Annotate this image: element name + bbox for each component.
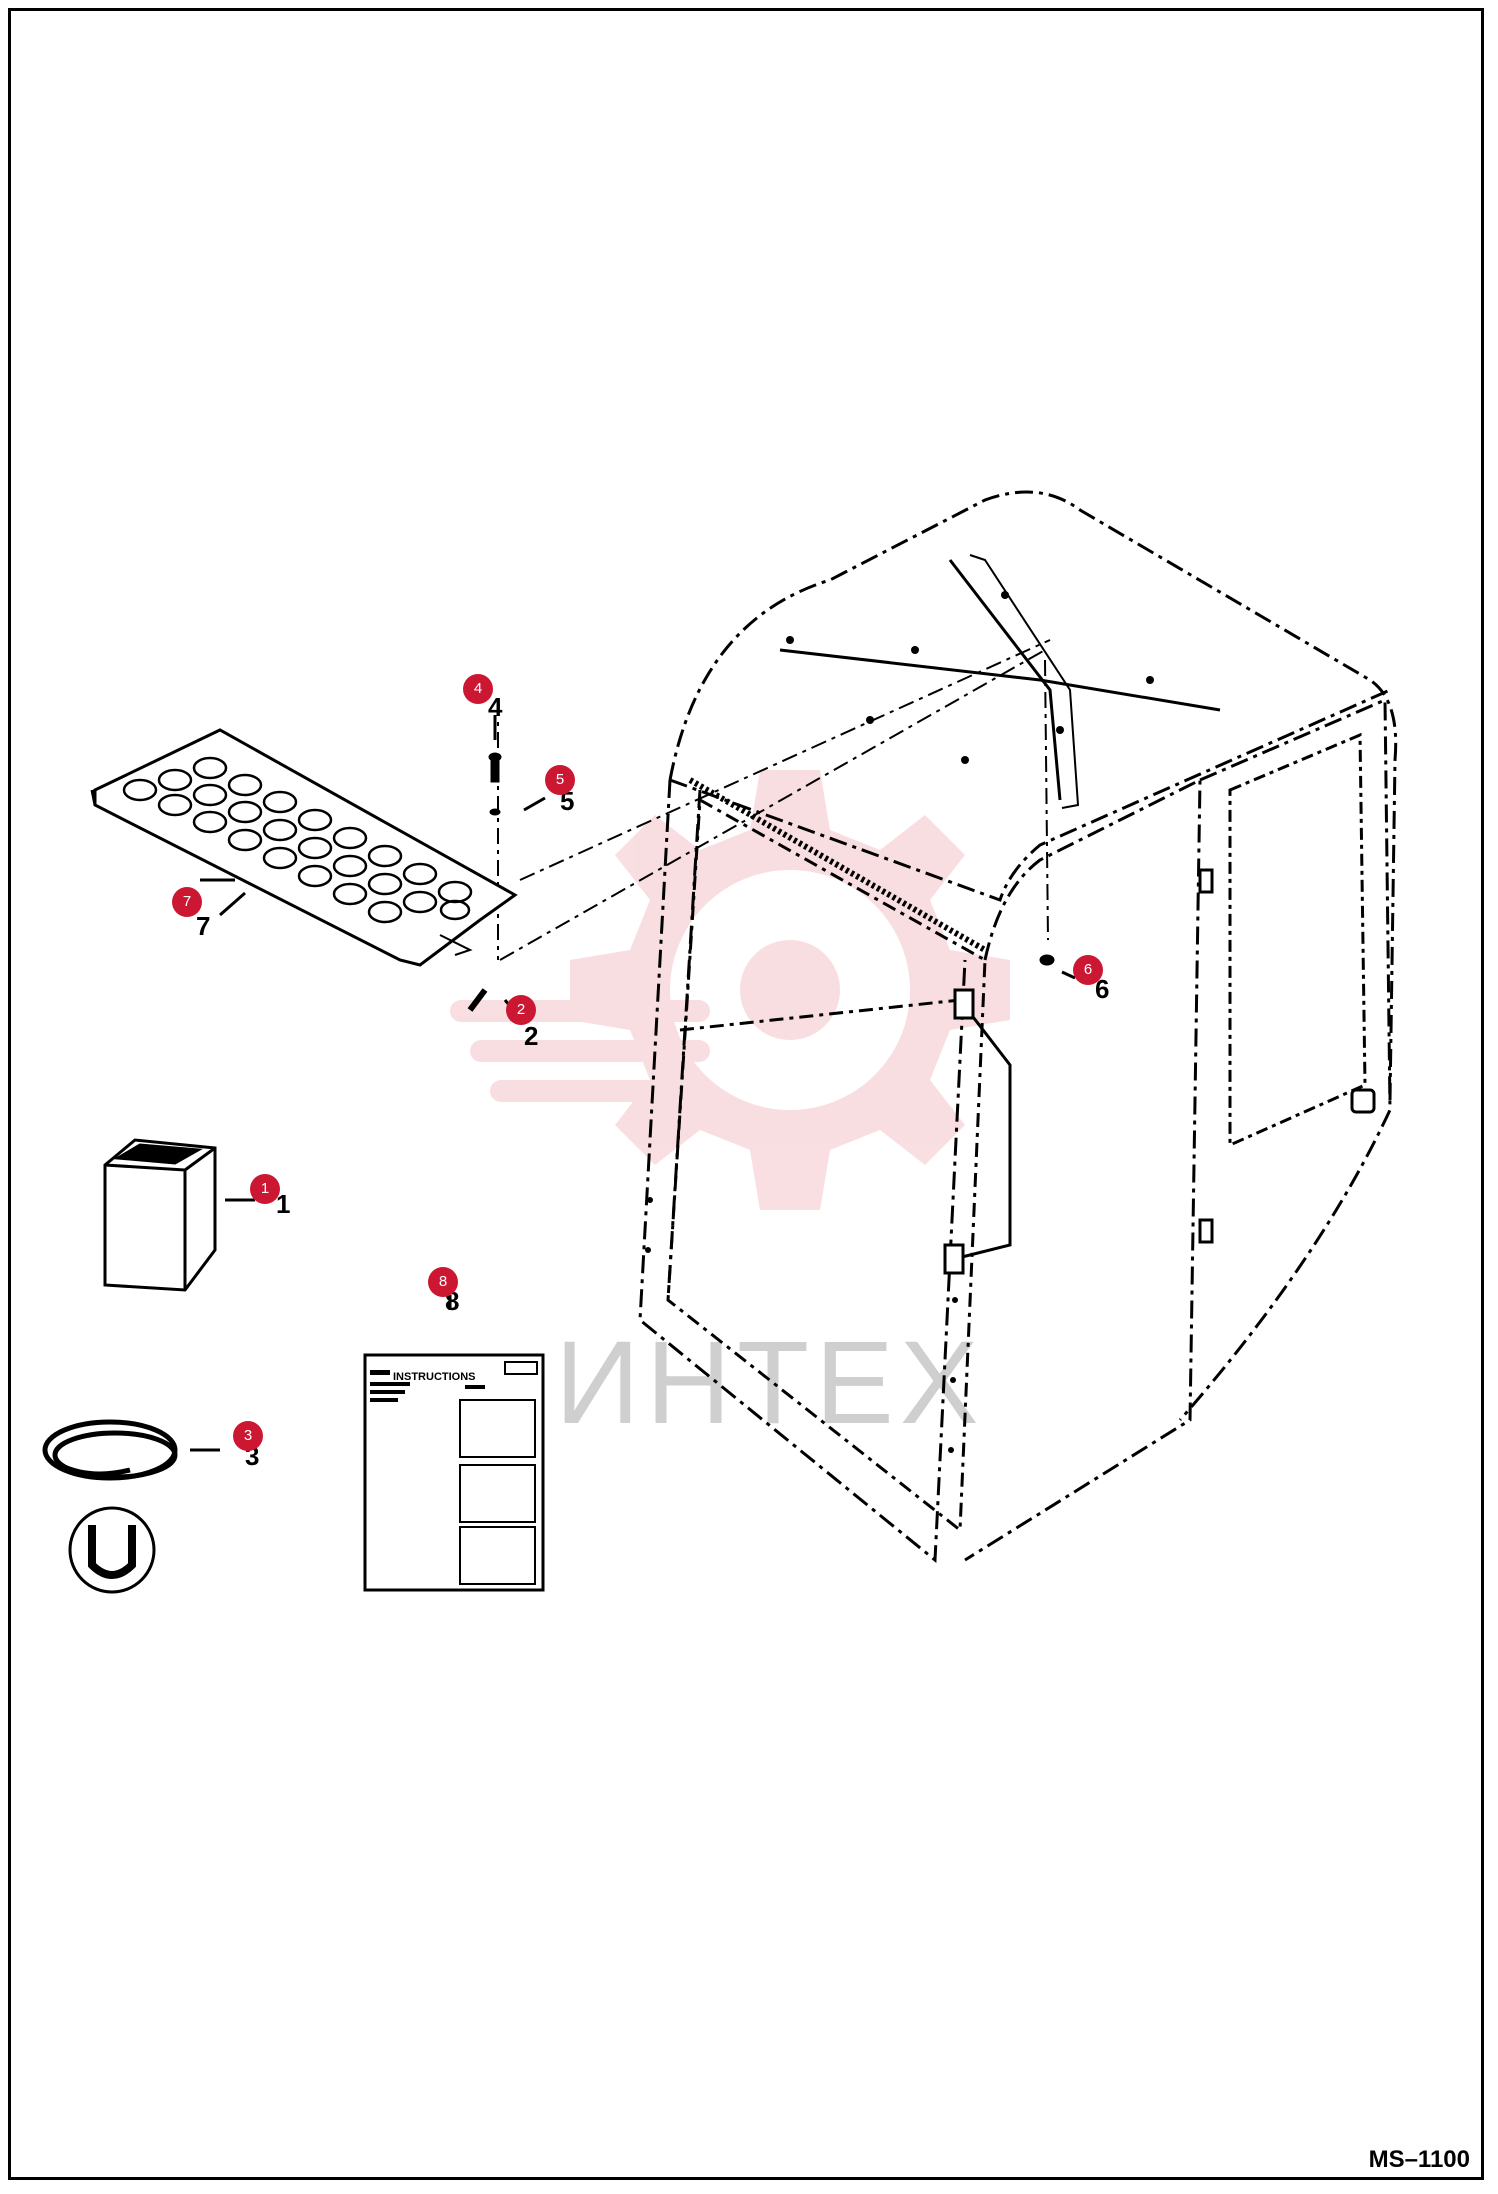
svg-text:6: 6 [1095,974,1109,1004]
svg-text:2: 2 [524,1021,538,1051]
svg-text:7: 7 [196,911,210,941]
instruction-sheet-heading: INSTRUCTIONS [393,1371,476,1383]
callout-item-8: 8 [428,1267,458,1297]
svg-text:1: 1 [276,1189,290,1219]
front-screen-guard [90,728,518,967]
cab-roof [668,490,1398,1101]
callout-item-4: 4 [463,674,493,704]
callout-item-5: 5 [545,765,575,795]
cab-front-pillar [638,779,967,1564]
callout-item-2: 2 [506,995,536,1025]
seal-profile-icon [68,1506,156,1594]
watermark-logo [450,770,1010,1210]
assembly-lines [497,639,1051,961]
cab-front-opening [666,797,987,1533]
cab-door [1178,697,1392,1421]
callout-item-7: 7 [172,887,202,917]
callout-item-6: 6 [1073,955,1103,985]
instruction-sheet: INSTRUCTIONS [363,1353,545,1592]
cab-side [964,777,1202,1562]
callout-item-3: 3 [233,1421,263,1451]
svg-text:4: 4 [488,692,503,722]
door-window [1228,732,1367,1148]
kit-box [103,1138,217,1292]
guard-holes [122,756,473,924]
watermark-text: ИНТЕХ [555,1317,985,1449]
door-handle [949,999,1012,1262]
callout-item-1: 1 [250,1174,280,1204]
drawing-number: MS–1100 [1368,2146,1470,2173]
roof-stiffener [948,559,1062,801]
seal-strip [42,1419,178,1481]
drawing-frame [8,8,1484,2180]
hardware [467,715,1055,1012]
cab-assembly [638,490,1398,1564]
